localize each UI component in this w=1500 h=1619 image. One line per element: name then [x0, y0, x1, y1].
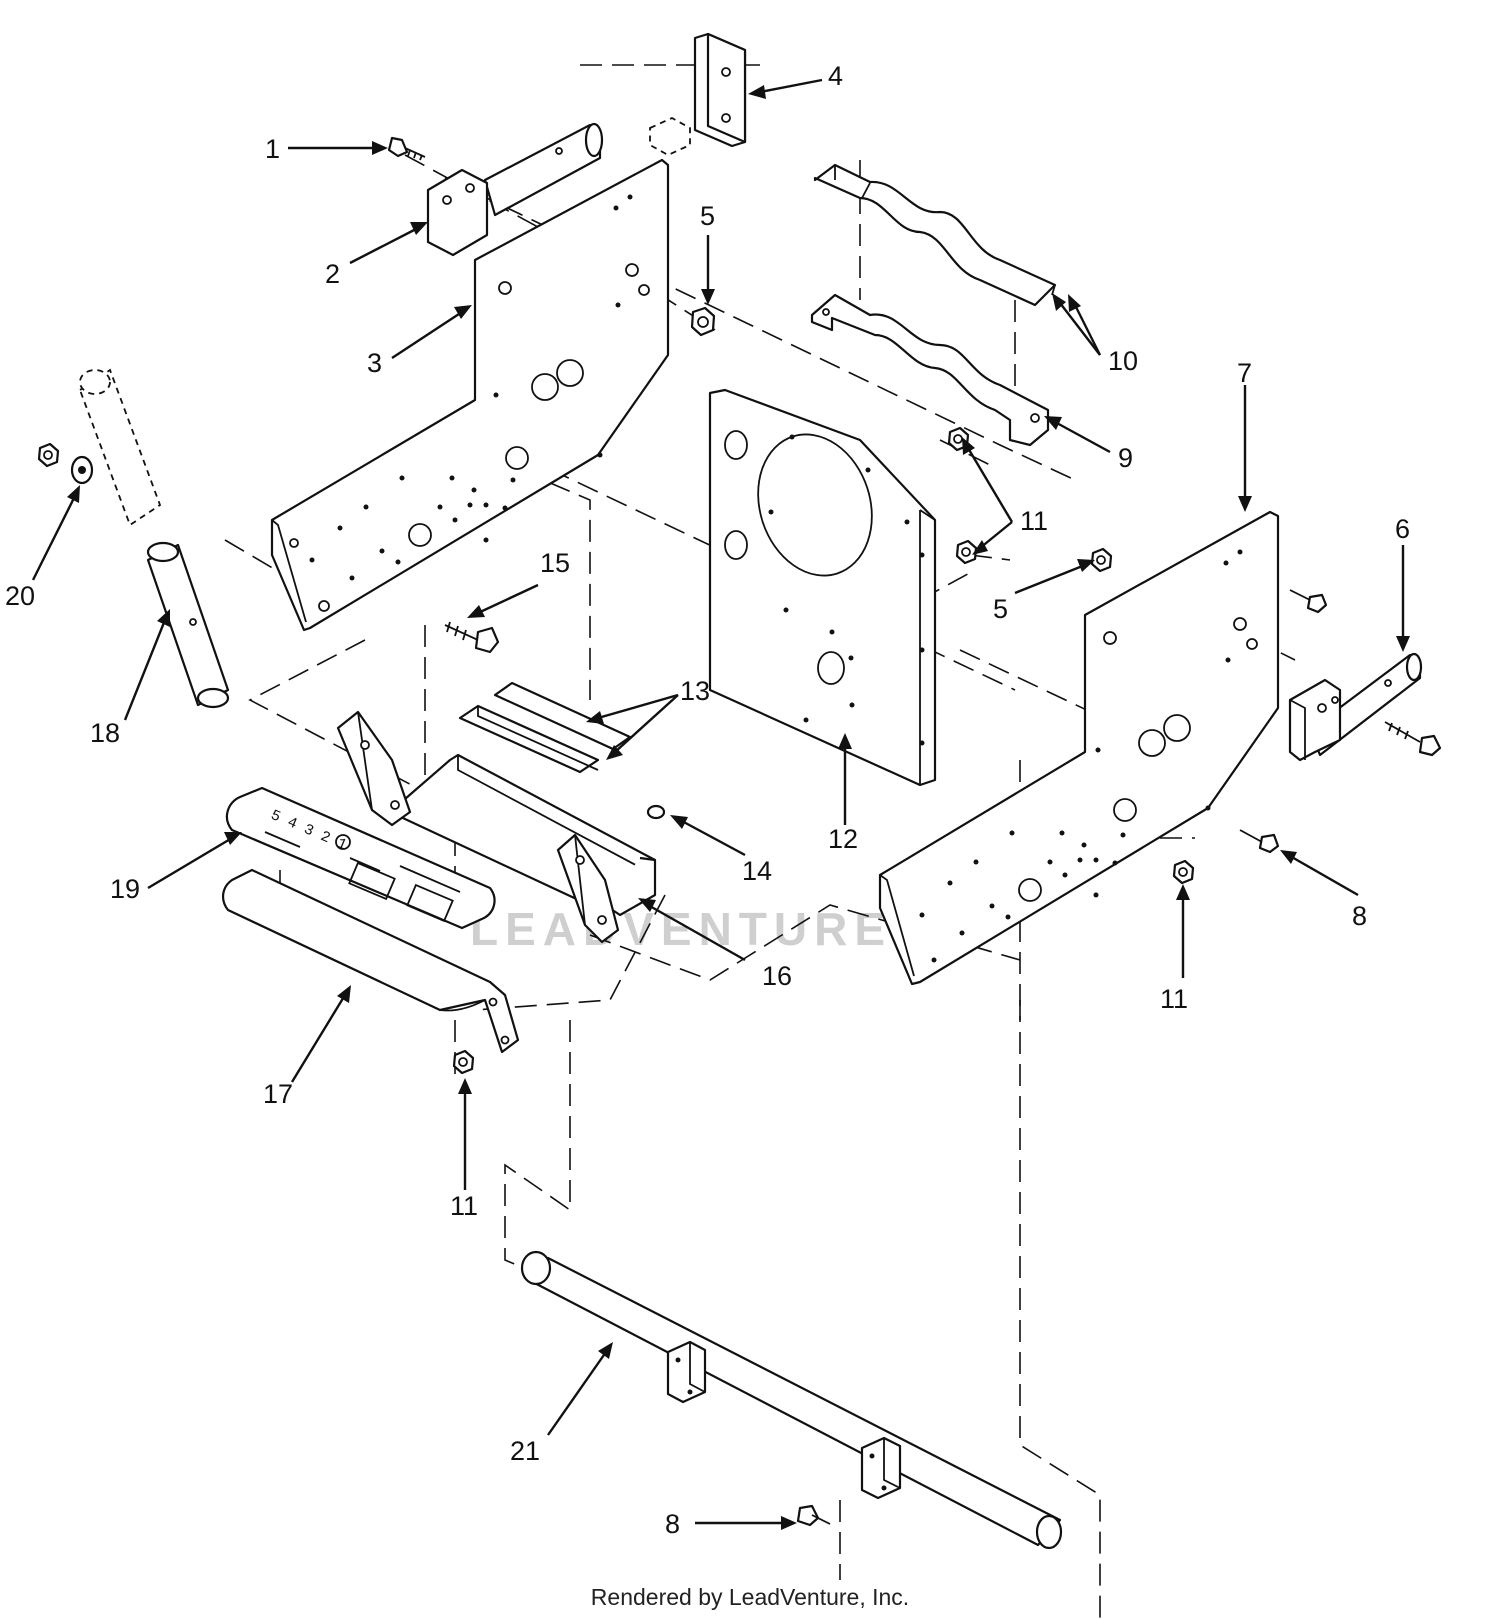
callout-5-right: 5 — [993, 594, 1008, 624]
callout-9: 9 — [1118, 443, 1133, 473]
callout-18: 18 — [90, 718, 120, 748]
part-5-nut-right — [1090, 547, 1113, 573]
callout-4: 4 — [828, 61, 843, 91]
callout-5-top: 5 — [700, 201, 715, 231]
callout-21: 21 — [510, 1436, 540, 1466]
part-11-nut-right — [1172, 859, 1195, 885]
callout-6: 6 — [1395, 514, 1410, 544]
part-11-nut-bottom — [452, 1049, 475, 1075]
callout-labels: 1 2 3 4 5 5 6 7 8 8 9 10 11 11 11 12 13 … — [5, 61, 1410, 1539]
callout-15: 15 — [540, 548, 570, 578]
callout-11-upper: 11 — [1020, 506, 1048, 536]
part-7-right-side-plate — [878, 510, 1280, 986]
callout-14: 14 — [742, 856, 772, 886]
callout-11-bottom: 11 — [450, 1191, 478, 1221]
callout-8-right: 8 — [1352, 901, 1367, 931]
callout-8-bottom: 8 — [665, 1509, 680, 1539]
part-4-bracket — [649, 32, 747, 157]
part-5-nut-top — [690, 306, 716, 337]
callout-3: 3 — [367, 348, 382, 378]
callout-12: 12 — [828, 824, 858, 854]
part-10-upper-bracket — [813, 163, 1057, 307]
callout-19: 19 — [110, 874, 140, 904]
part-8-bolt-right — [1239, 829, 1280, 854]
callout-2: 2 — [325, 259, 340, 289]
bolt-right-top — [1289, 589, 1328, 614]
part-6-shaft-bracket — [1288, 652, 1442, 762]
part-21-axle-tube — [520, 1250, 1063, 1550]
callout-13: 13 — [680, 676, 710, 706]
watermark: LEADVENTURE — [470, 903, 892, 955]
footer-credit: Rendered by LeadVenture, Inc. — [590, 1584, 910, 1610]
part-12-center-plate — [708, 388, 937, 787]
part-13-strips — [458, 681, 632, 774]
part-8-bolt-bottom — [796, 1504, 831, 1527]
callout-20: 20 — [5, 581, 35, 611]
part-18-pin — [146, 541, 230, 709]
part-3-left-side-plate — [270, 158, 670, 632]
leader-arrows — [31, 78, 1410, 1530]
part-1-bolt — [387, 136, 426, 161]
part-14-rivet — [646, 804, 666, 820]
part-2-shaft-plate — [426, 122, 604, 257]
callout-1: 1 — [265, 134, 280, 164]
part-16-channel-frame — [336, 710, 657, 944]
callout-7: 7 — [1237, 358, 1252, 388]
part-17-step-plate — [222, 868, 520, 1054]
part-20-washer-nut — [37, 368, 162, 527]
callout-10: 10 — [1108, 346, 1138, 376]
callout-17: 17 — [263, 1079, 293, 1109]
callout-16: 16 — [762, 961, 792, 991]
callout-11-right: 11 — [1160, 984, 1188, 1014]
part-9-lower-bracket — [810, 293, 1050, 447]
part-15-bolt — [444, 621, 500, 654]
